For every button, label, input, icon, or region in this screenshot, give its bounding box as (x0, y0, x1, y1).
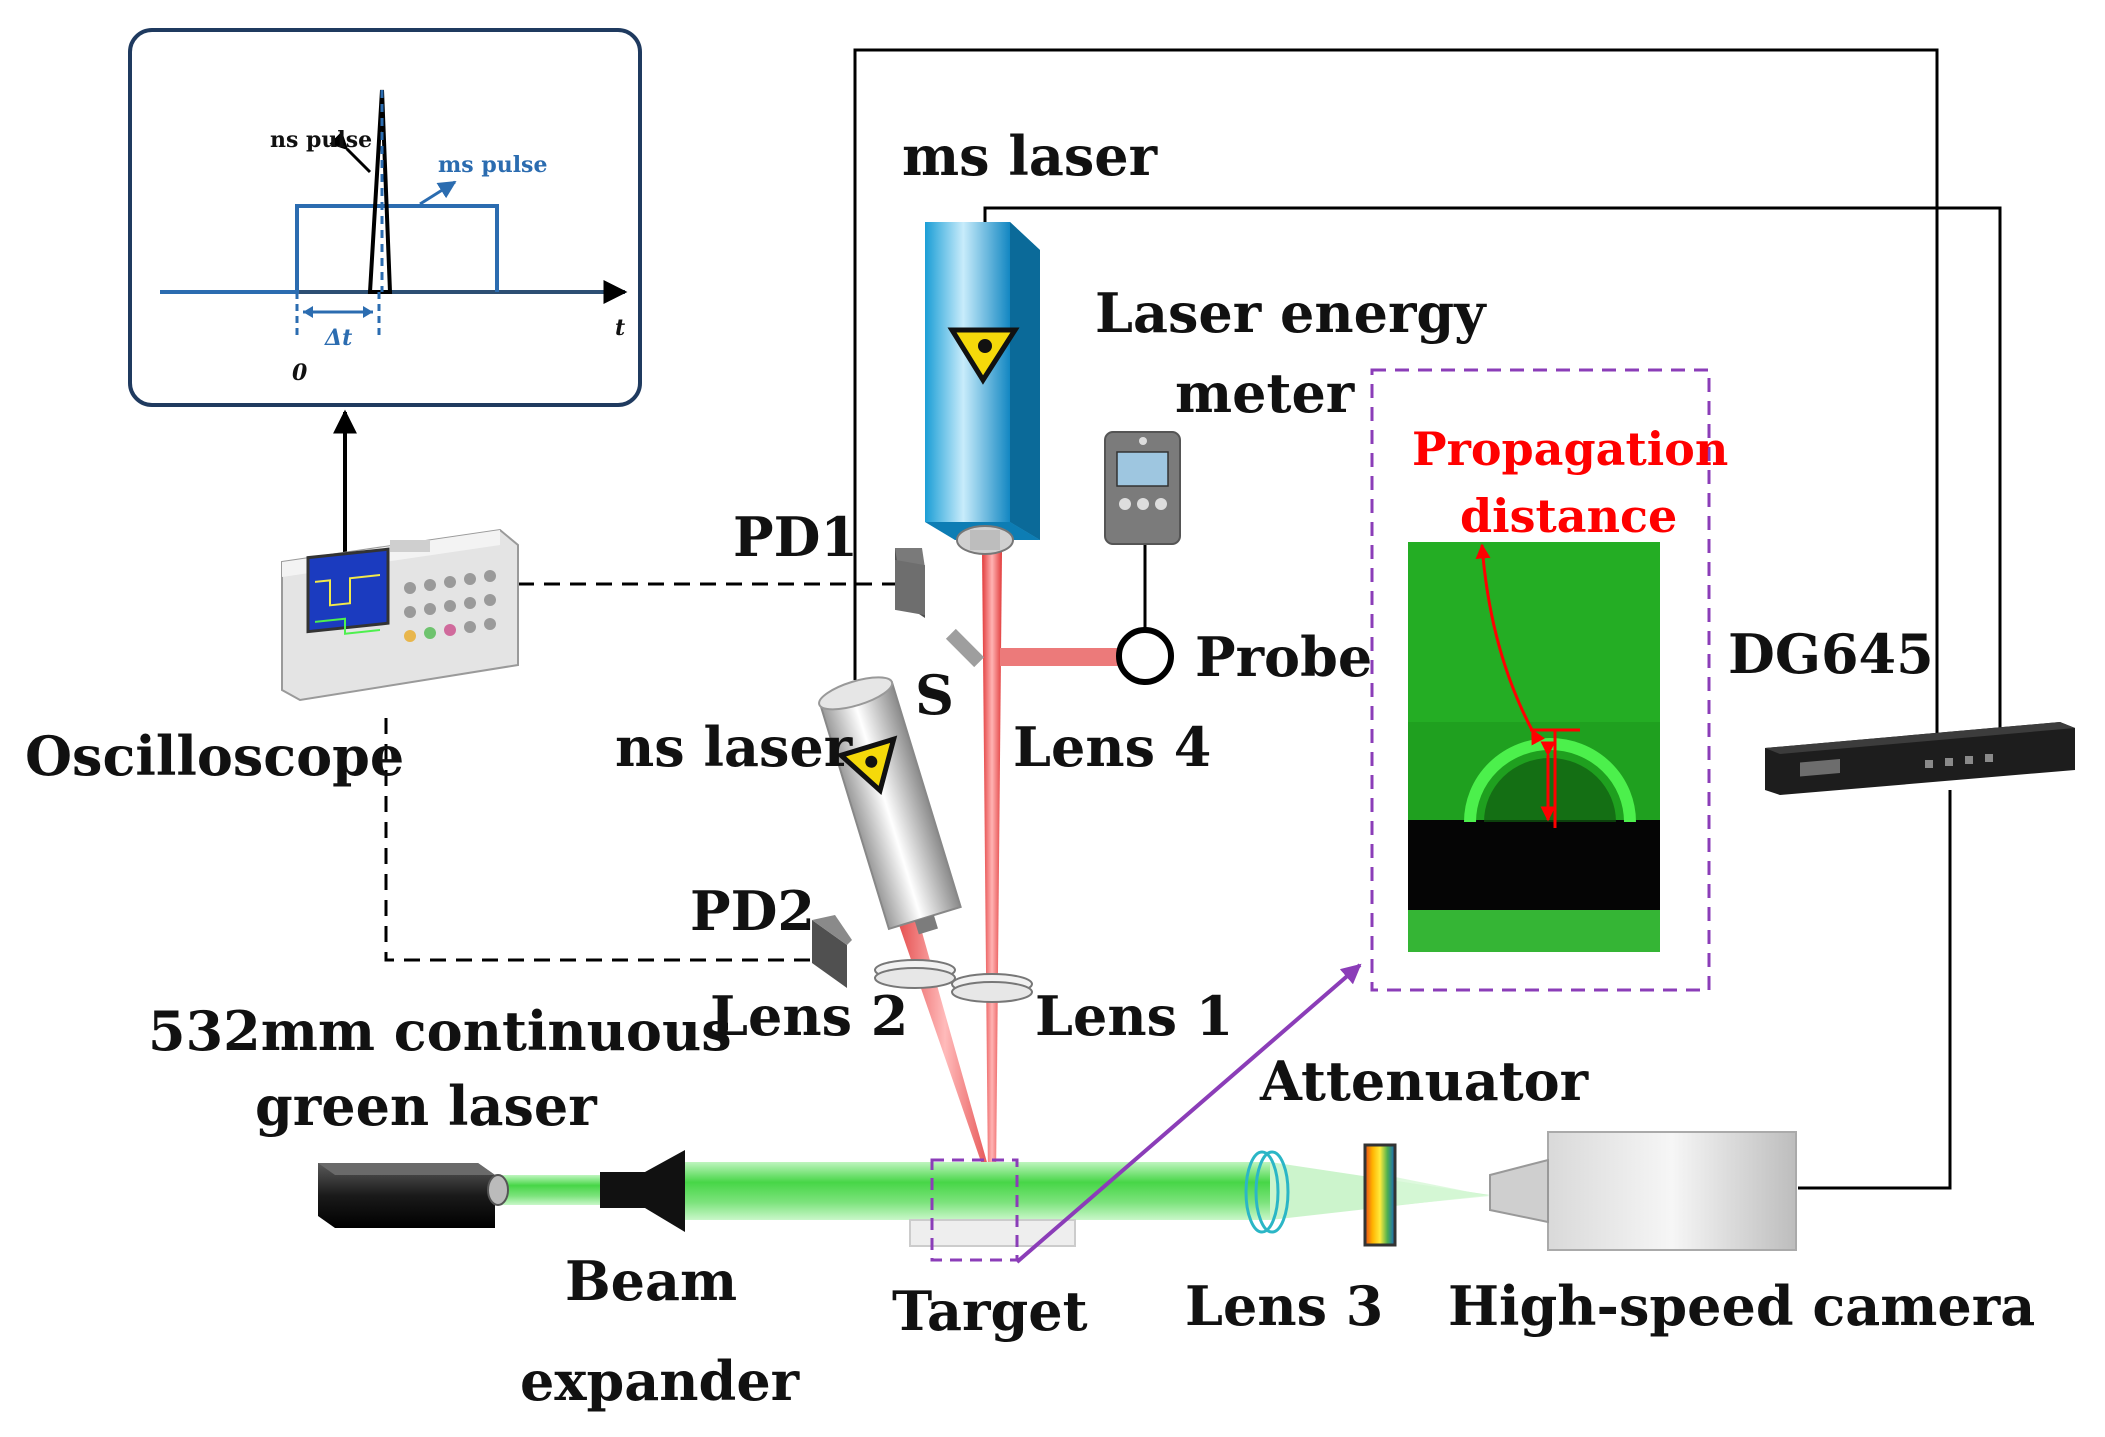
ns-laser (818, 676, 962, 935)
green-laser-label-line2: green laser (255, 1074, 597, 1138)
probe-beam (1000, 648, 1140, 666)
ms-laser-warning-icon (947, 327, 1020, 385)
dg645-label: DG645 (1728, 622, 1934, 686)
energy-meter-label-line1: Laser energy (1095, 281, 1487, 345)
lens2-label: Lens 2 (710, 984, 908, 1048)
high-speed-camera (1489, 1131, 1797, 1251)
oscilloscope-device (281, 528, 519, 702)
zero-label: 0 (292, 360, 308, 386)
propagation-label-line1: Propagation (1412, 422, 1728, 476)
dg645-device (1765, 722, 2075, 795)
lens3-label: Lens 3 (1185, 1274, 1383, 1338)
ms-laser-label: ms laser (902, 124, 1158, 188)
ms-laser (925, 222, 1040, 555)
pd1-label: PD1 (733, 505, 858, 569)
attenuator-label: Attenuator (1259, 1049, 1589, 1113)
delta-t-label: Δt (324, 325, 352, 351)
lens-2 (874, 959, 956, 989)
beam-expander-label-line1: Beam (565, 1249, 737, 1313)
ns-laser-beam (898, 918, 992, 1182)
trigger-wires (853, 48, 2002, 1190)
beam-expander-label-line2: expander (520, 1349, 800, 1413)
ms-pulse-label: ms pulse (438, 152, 547, 178)
beam-expander (600, 1150, 685, 1232)
high-speed-camera-label: High-speed camera (1448, 1274, 2035, 1338)
beam-splitter (945, 628, 985, 668)
propagation-label-line2: distance (1460, 489, 1677, 543)
pd1-photodiode (895, 548, 925, 618)
lens1-label: Lens 1 (1035, 984, 1233, 1048)
t-axis-label: t (615, 315, 625, 341)
lens-1 (951, 973, 1033, 1003)
pd2-label: PD2 (690, 879, 815, 943)
target-label: Target (892, 1279, 1088, 1343)
probe-label: Probe (1195, 625, 1372, 689)
target-dashed-box (930, 1158, 1019, 1262)
ns-laser-label: ns laser (615, 715, 853, 779)
timing-inset: ns pulse ms pulse Δt t 0 (128, 28, 642, 407)
target-to-image-arrow (1015, 963, 1362, 1264)
ms-laser-beam (982, 550, 1002, 1180)
ms-pulse-waveform (160, 204, 499, 294)
ns-pulse-label: ns pulse (270, 127, 372, 153)
signal-dashed-lines (384, 582, 895, 962)
lens-3 (1244, 1150, 1290, 1234)
s-label: S (915, 663, 954, 727)
propagation-panel (1370, 368, 1711, 992)
green-probe-beam (495, 1162, 1490, 1220)
oscilloscope-label: Oscilloscope (25, 724, 404, 788)
lens4-label: Lens 4 (1013, 715, 1211, 779)
energy-meter-label-line2: meter (1175, 361, 1355, 425)
green-laser-label-line1: 532mm continuous (148, 999, 732, 1063)
attenuator-device (1363, 1143, 1397, 1247)
laser-energy-meter-device (1104, 431, 1181, 545)
green-laser-device (318, 1163, 509, 1228)
probe (1116, 535, 1174, 685)
pd2-photodiode (812, 915, 852, 988)
